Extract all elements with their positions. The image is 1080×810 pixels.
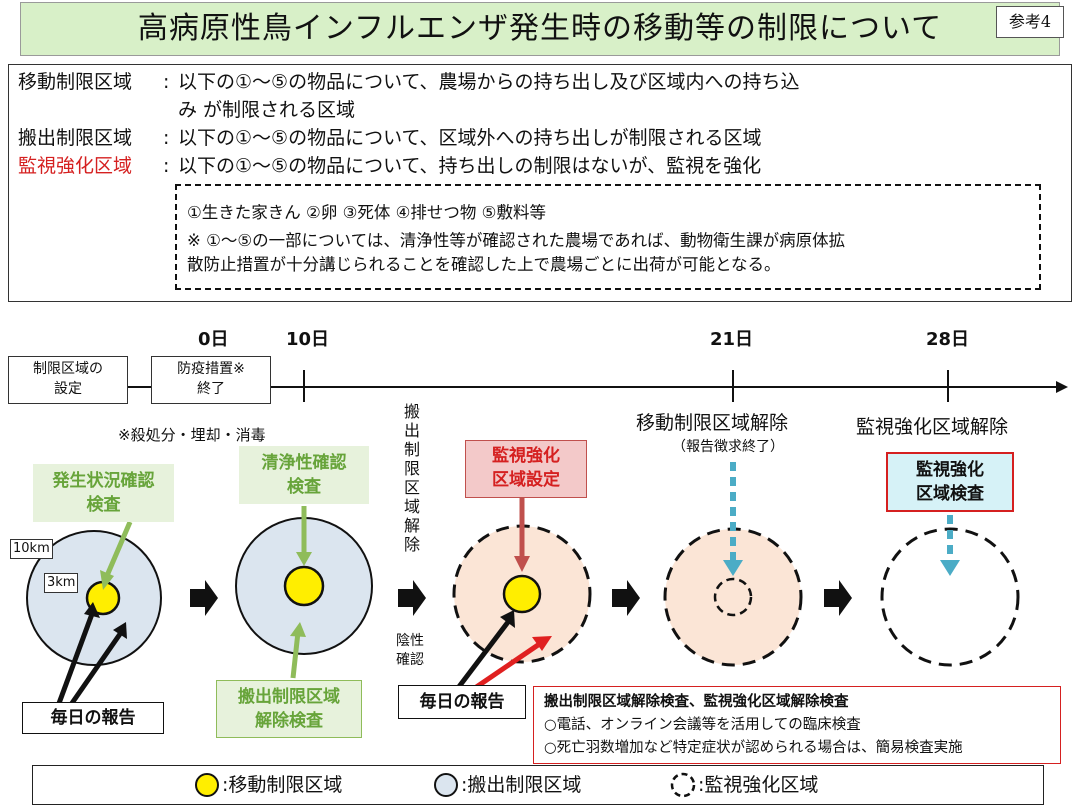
stage2-move-zone: [283, 565, 325, 607]
stage1-report-arrow-1: [55, 613, 95, 707]
stage1-check-line-1: 発生状況確認: [52, 471, 155, 491]
definition-desc-watch: 以下の①～⑤の物品について、持ち出しの制限はないが、監視を強化: [178, 155, 762, 177]
stage3-red-arrowhead: [532, 636, 552, 651]
legend-carry-label: :搬出制限区域: [461, 774, 582, 796]
radius-10km-label: 10km: [10, 539, 53, 559]
negative-confirm-line-1: 陰性: [396, 633, 424, 649]
stage4-blue-arrowhead: [723, 560, 743, 576]
stage2-release-check-box: 搬出制限区域 解除検査: [216, 680, 362, 738]
carry-release-vertical-label: 搬出制限区域解除: [403, 402, 420, 554]
legend-move-label: :移動制限区域: [222, 774, 343, 796]
stage2-release-arrow: [290, 631, 301, 679]
move-release-sub: （報告徴求終了）: [672, 439, 784, 455]
negative-confirm-label: 陰性 確認: [396, 632, 424, 670]
inspection-note-line-1: ○電話、オンライン会議等を活用しての臨床検査: [544, 717, 861, 733]
items-note-line-1: ※ ①～⑤の一部については、清浄性等が確認された農場であれば、動物衛生課が病原体…: [187, 231, 846, 250]
stage2-check-box: 清浄性確認 検査: [239, 446, 369, 504]
stage1-report-box: 毎日の報告: [22, 702, 164, 734]
setup-box-line-1: 制限区域の: [33, 361, 103, 377]
stage1-check-arrow: [103, 521, 133, 579]
stage4-released-move-zone: [713, 577, 753, 617]
stage2-check-line-1: 清浄性確認: [261, 453, 347, 473]
stage5-check-line-2: 区域検査: [916, 484, 984, 504]
move-release-label: 移動制限区域解除: [636, 412, 789, 434]
prevent-box: 防疫措置※ 終了: [151, 356, 271, 404]
stage2-release-arrowhead: [290, 622, 306, 637]
definition-separator: :: [163, 127, 170, 149]
stage5-check-box: 監視強化 区域検査: [886, 452, 1014, 512]
flow-arrow-2: [398, 580, 426, 616]
stage2-check-arrowhead: [296, 552, 312, 566]
stage2-release-check-line-2: 解除検査: [255, 711, 323, 731]
stage3-move-zone: [502, 574, 542, 614]
definition-desc-move-1: 以下の①～⑤の物品について、農場からの持ち出し及び区域内への持ち込: [178, 71, 800, 93]
stage5-watch-zone: [880, 527, 1020, 667]
prevent-box-line-2: 終了: [197, 381, 225, 397]
definition-term-carry: 搬出制限区域: [18, 127, 133, 149]
stage1-check-arrowhead: [100, 570, 114, 590]
day-28-label: 28日: [926, 329, 970, 350]
reference-label: 参考4: [996, 6, 1064, 38]
stage4-watch-zone: [663, 527, 803, 667]
stage3-red-arrow: [470, 642, 540, 693]
flow-arrow-3: [612, 580, 640, 616]
page-title: 高病原性鳥インフルエンザ発生時の移動等の制限について: [137, 11, 943, 46]
stage1-report-arrow-2: [67, 632, 123, 708]
radius-3km-label: 3km: [44, 573, 79, 593]
legend-watch-label: :監視強化区域: [698, 774, 819, 796]
stage1-report-arrowhead-2: [113, 622, 127, 639]
stage5-blue-arrowhead: [940, 560, 960, 576]
stage3-set-line-2: 区域設定: [492, 470, 560, 490]
flow-arrow-4: [824, 580, 852, 616]
stage2-release-check-line-1: 搬出制限区域: [238, 687, 340, 707]
setup-box-line-2: 設定: [54, 381, 82, 397]
stage3-report-box: 毎日の報告: [398, 685, 526, 719]
definition-desc-carry: 以下の①～⑤の物品について、区域外への持ち出しが制限される区域: [178, 127, 762, 149]
title-banner: [20, 2, 1060, 56]
inspection-note-line-2: ○死亡羽数増加など特定症状が認められる場合は、簡易検査実施: [544, 740, 963, 756]
day-10-label: 10日: [286, 329, 330, 350]
legend-watch-symbol: [670, 772, 696, 798]
definitions-box: [8, 64, 1072, 302]
stage1-report-arrowhead-1: [84, 602, 100, 618]
stage5-check-line-1: 監視強化: [916, 460, 984, 480]
stage3-set-arrowhead: [514, 556, 530, 572]
definition-term-watch: 監視強化区域: [18, 155, 133, 177]
definition-term-move: 移動制限区域: [18, 71, 133, 93]
day-21-label: 21日: [710, 329, 754, 350]
definition-separator: :: [163, 155, 170, 177]
stage1-check-box: 発生状況確認 検査: [33, 464, 174, 522]
legend-carry-symbol: [434, 773, 458, 797]
negative-confirm-line-2: 確認: [396, 652, 424, 668]
items-line: ①生きた家きん ②卵 ③死体 ④排せつ物 ⑤敷料等: [187, 203, 546, 222]
stage3-set-box: 監視強化 区域設定: [465, 440, 587, 498]
inspection-note-title: 搬出制限区域解除検査、監視強化区域解除検査: [544, 694, 849, 710]
inspection-note-box: 搬出制限区域解除検査、監視強化区域解除検査 ○電話、オンライン会議等を活用しての…: [533, 686, 1061, 764]
timeline-arrowhead: [1056, 381, 1068, 393]
legend: [32, 765, 1044, 805]
definition-desc-move-2: み が制限される区域: [178, 99, 356, 121]
definition-separator: :: [163, 71, 170, 93]
stage1-check-line-2: 検査: [86, 495, 121, 515]
legend-move-symbol: [195, 773, 219, 797]
items-note-line-2: 散防止措置が十分講じられることを確認した上で農場ごとに出荷が可能となる。: [187, 255, 781, 274]
stage3-report-arrowhead: [500, 610, 515, 628]
prevent-box-line-1: 防疫措置※: [177, 361, 245, 377]
day-0-label: 0日: [198, 329, 229, 350]
prevent-note: ※殺処分・埋却・消毒: [118, 426, 266, 444]
stage3-set-line-1: 監視強化: [492, 446, 560, 466]
stage3-report-arrow: [456, 620, 510, 690]
watch-release-label: 監視強化区域解除: [856, 416, 1009, 438]
stage2-check-line-2: 検査: [287, 477, 321, 497]
flow-arrow-1: [190, 580, 218, 616]
items-box: [175, 184, 1041, 290]
setup-box: 制限区域の 設定: [8, 356, 128, 404]
